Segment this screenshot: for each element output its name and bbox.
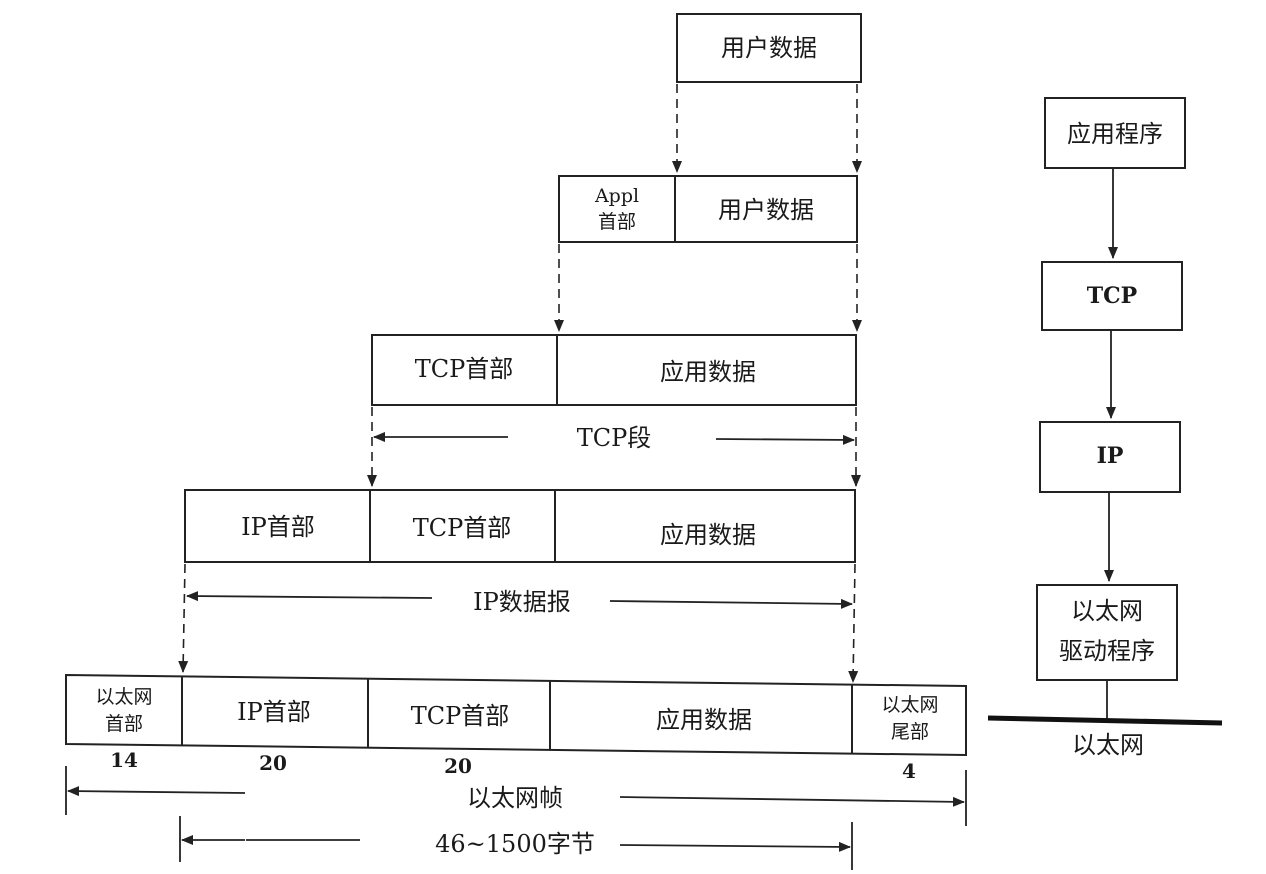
app-data-label: 应用数据 — [656, 706, 752, 734]
span-arrow-right — [715, 434, 855, 445]
eth-trailer-label: 尾部 — [891, 721, 929, 743]
eth-trailer-label: 以太网 — [881, 694, 938, 716]
stack-ip: IP — [1039, 421, 1181, 493]
ethernet-row: 以太网 首部 IP首部 TCP首部 应用数据 以太网 尾部 — [65, 673, 967, 757]
appl-row: Appl 首部 用户数据 — [558, 175, 858, 243]
payload-range-label: 46~1500字节 — [435, 830, 595, 858]
ip-label: IP — [1097, 443, 1124, 469]
eth-trailer-size: 4 — [902, 759, 916, 783]
tcp-header-label: TCP首部 — [411, 702, 510, 730]
ip-header-label: IP首部 — [241, 513, 315, 541]
app-data-label: 应用数据 — [660, 358, 756, 386]
ethernet-network-label: 以太网 — [1072, 731, 1144, 759]
tcp-header-size: 20 — [444, 754, 472, 778]
dashed-arrow — [848, 563, 859, 683]
eth-header-label: 以太网 — [95, 686, 152, 708]
span-arrow-right — [609, 598, 853, 609]
tcp-header-label: TCP首部 — [413, 514, 512, 542]
span-arrow-left — [67, 786, 246, 797]
ip-datagram-label: IP数据报 — [473, 588, 571, 616]
ip-row: IP首部 TCP首部 应用数据 — [184, 489, 856, 563]
user-data-label: 用户数据 — [718, 196, 814, 224]
eth-frame-label: 以太网帧 — [467, 784, 563, 812]
user-data-label: 用户数据 — [721, 34, 817, 62]
tcp-row: TCP首部 应用数据 — [371, 334, 857, 406]
stack-tcp: TCP — [1041, 261, 1183, 331]
appl-header-label: Appl — [594, 185, 639, 207]
ip-header-label: IP首部 — [237, 698, 311, 726]
stack-ethernet-driver: 以太网 驱动程序 — [1036, 584, 1178, 681]
user-data-block: 用户数据 — [676, 13, 862, 83]
tcp-segment-label: TCP段 — [577, 424, 652, 452]
dashed-arrow — [178, 563, 189, 673]
tcp-label: TCP — [1087, 283, 1137, 309]
driver-label: 以太网 — [1071, 597, 1143, 625]
stack-application: 应用程序 — [1044, 97, 1186, 169]
eth-header-label: 首部 — [105, 713, 143, 735]
driver-label: 驱动程序 — [1059, 637, 1155, 665]
app-data-label: 应用数据 — [660, 521, 756, 549]
tcp-header-label: TCP首部 — [415, 355, 514, 383]
eth-header-size: 14 — [110, 748, 138, 772]
span-arrow-right — [619, 796, 965, 807]
application-label: 应用程序 — [1067, 120, 1163, 148]
ethernet-bus-line — [987, 715, 1223, 726]
span-arrow-left — [186, 591, 433, 602]
appl-header-label: 首部 — [598, 211, 636, 233]
span-arrow-right — [619, 841, 851, 852]
ip-header-size: 20 — [259, 751, 287, 775]
